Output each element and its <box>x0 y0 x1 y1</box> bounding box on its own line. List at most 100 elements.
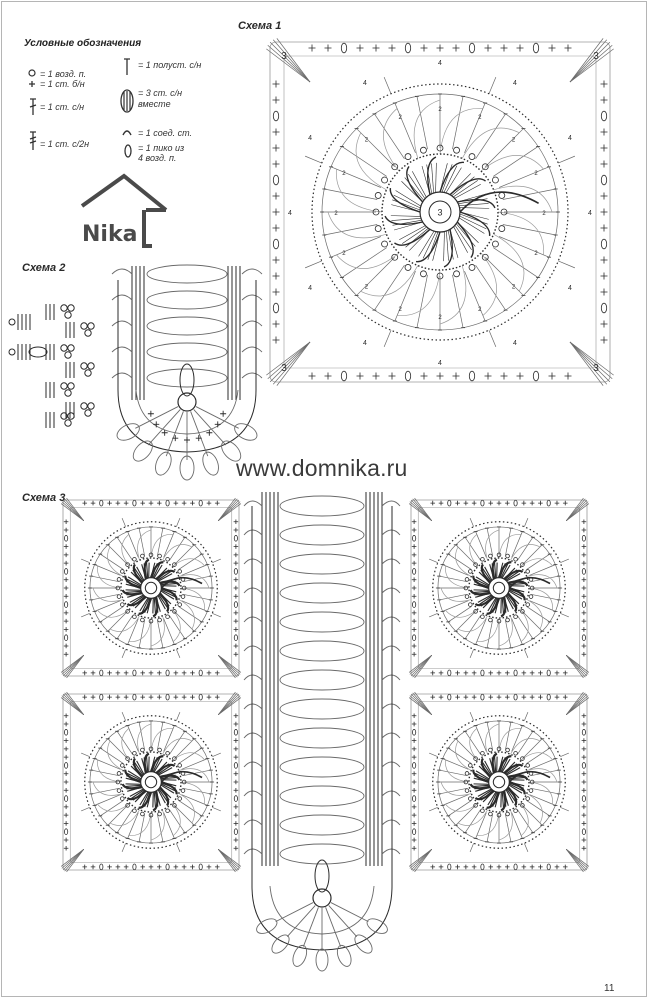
petal-arc <box>526 599 543 630</box>
side-sc <box>63 804 69 810</box>
inner-stitch <box>449 229 459 258</box>
side-sc <box>140 670 146 676</box>
side-sc <box>438 500 444 506</box>
side-sc <box>581 593 587 599</box>
chain-loop <box>181 585 187 591</box>
petal-arc <box>510 738 541 755</box>
inner-stitch <box>157 571 171 581</box>
petal-arc <box>336 252 400 269</box>
side-sc <box>538 670 543 676</box>
watermark: www.domnika.ru <box>236 455 408 481</box>
radial-spoke <box>475 618 487 645</box>
side-sc <box>233 738 239 743</box>
chain-loop <box>120 569 125 574</box>
petal-label: 2 <box>512 137 516 143</box>
inner-stitch <box>405 228 429 248</box>
side-picot <box>581 795 586 802</box>
strip-edge-arc <box>243 819 263 826</box>
side-picot <box>132 693 137 701</box>
legend: Условные обозначения = 1 возд. п. = 1 ст… <box>18 38 248 188</box>
outer-stitch <box>469 843 474 852</box>
motif-inner-frame <box>417 700 581 864</box>
radial-spoke <box>475 812 487 839</box>
chain-loop <box>463 779 469 785</box>
strip-fan-stitch <box>193 409 227 446</box>
corner-fan-stitch <box>266 48 311 83</box>
chain-loop <box>473 756 478 761</box>
chain-loop <box>520 756 525 761</box>
inner-stitch <box>408 174 426 199</box>
sample-chain <box>67 382 75 390</box>
strip-scallop <box>271 934 290 954</box>
chain-loop <box>181 779 187 785</box>
outer-stitch <box>121 518 126 527</box>
inner-stitch <box>454 225 472 250</box>
strip-loop <box>279 843 365 865</box>
outer-stitch <box>121 649 126 658</box>
side-sc <box>538 500 543 506</box>
legend-item-picot: = 1 пико из <box>138 143 185 153</box>
side-sc <box>430 864 436 870</box>
inner-stitch <box>509 781 525 787</box>
side-sc <box>488 670 494 676</box>
chain-loop <box>125 803 130 808</box>
inner-stitch <box>501 791 504 808</box>
strip-sc <box>153 421 160 428</box>
outer-stitch <box>176 712 181 721</box>
side-picot <box>272 174 280 186</box>
radial-spoke <box>341 146 387 177</box>
inner-stitch <box>130 571 143 584</box>
motif <box>408 691 590 873</box>
radial-spoke <box>439 575 467 582</box>
petal-arc <box>92 587 124 602</box>
side-sc <box>90 500 96 506</box>
inner-stitch <box>499 757 506 772</box>
logo-text: Nika <box>82 222 138 247</box>
side-label: 4 <box>363 340 367 347</box>
strip-sc <box>206 429 213 436</box>
radial-spoke <box>522 544 543 565</box>
side-sc <box>63 585 69 591</box>
side-sc <box>471 864 477 870</box>
radial-spoke <box>174 544 195 565</box>
side-sc <box>411 821 417 826</box>
corner-fan-stitch <box>269 41 311 83</box>
side-sc <box>233 812 239 818</box>
inner-stitch <box>161 782 176 789</box>
inner-stitch <box>489 564 495 580</box>
side-sc <box>90 694 96 700</box>
middle-ring <box>120 557 182 619</box>
inner-stitch <box>492 598 499 613</box>
strip-fan-stitch <box>325 907 342 947</box>
radial-spoke <box>531 594 559 601</box>
radial-spoke <box>91 575 119 582</box>
side-sc <box>63 527 69 533</box>
corner-label: 3 <box>281 363 287 374</box>
swoosh <box>508 770 551 783</box>
strip-fan-stitch <box>195 406 239 429</box>
inner-stitch <box>126 772 142 781</box>
strip-edge-arc <box>243 616 263 623</box>
strip-edge-arc <box>243 674 263 681</box>
side-sc <box>214 500 220 506</box>
strip-scallop <box>292 944 308 967</box>
radial-spoke <box>517 615 534 639</box>
radial-spoke <box>529 564 556 576</box>
side-picot <box>412 762 417 769</box>
side-sc <box>272 320 280 328</box>
inner-stitch <box>152 757 161 773</box>
side-picot <box>546 863 551 871</box>
strip-loop <box>146 264 228 284</box>
chain-loop <box>498 225 506 232</box>
petal-arc <box>519 803 529 836</box>
petal-label: 2 <box>478 307 482 313</box>
side-sc <box>600 256 608 264</box>
chain-loop <box>496 812 502 818</box>
inner-stitch <box>134 568 144 582</box>
side-sc <box>63 651 69 657</box>
inner-stitch <box>491 757 496 773</box>
side-sc <box>206 864 212 870</box>
inner-stitch <box>129 788 144 797</box>
radial-spoke <box>416 274 428 328</box>
side-sc <box>496 500 502 506</box>
